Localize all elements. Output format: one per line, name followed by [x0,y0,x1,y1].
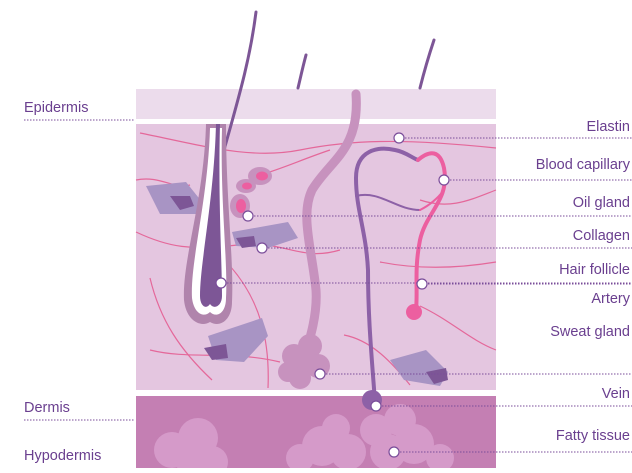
marker-elastin [394,133,404,143]
label-oil-gland: Oil gland [573,195,630,212]
marker-fatty-tissue [389,447,399,457]
marker-sweat-gland [315,369,325,379]
layer-leaders [24,120,134,420]
label-artery: Artery [591,291,630,308]
marker-artery [417,279,427,289]
label-sweat-gland: Sweat gland [550,324,630,341]
label-elastin: Elastin [586,119,630,136]
label-dermis: Dermis [24,400,70,417]
label-hypodermis: Hypodermis [24,448,101,465]
label-collagen: Collagen [573,228,630,245]
label-fatty-tissue: Fatty tissue [556,428,630,445]
label-blood-capillary: Blood capillary [536,157,630,174]
label-epidermis: Epidermis [24,100,88,117]
artery-end [406,304,422,320]
label-vein: Vein [602,386,630,403]
marker-vein [371,401,381,411]
label-hair-follicle: Hair follicle [559,262,630,279]
marker-collagen [257,243,267,253]
marker-oil-gland [243,211,253,221]
epidermis-layer [136,89,496,119]
marker-hair-follicle [216,278,226,288]
marker-blood-capillary [439,175,449,185]
